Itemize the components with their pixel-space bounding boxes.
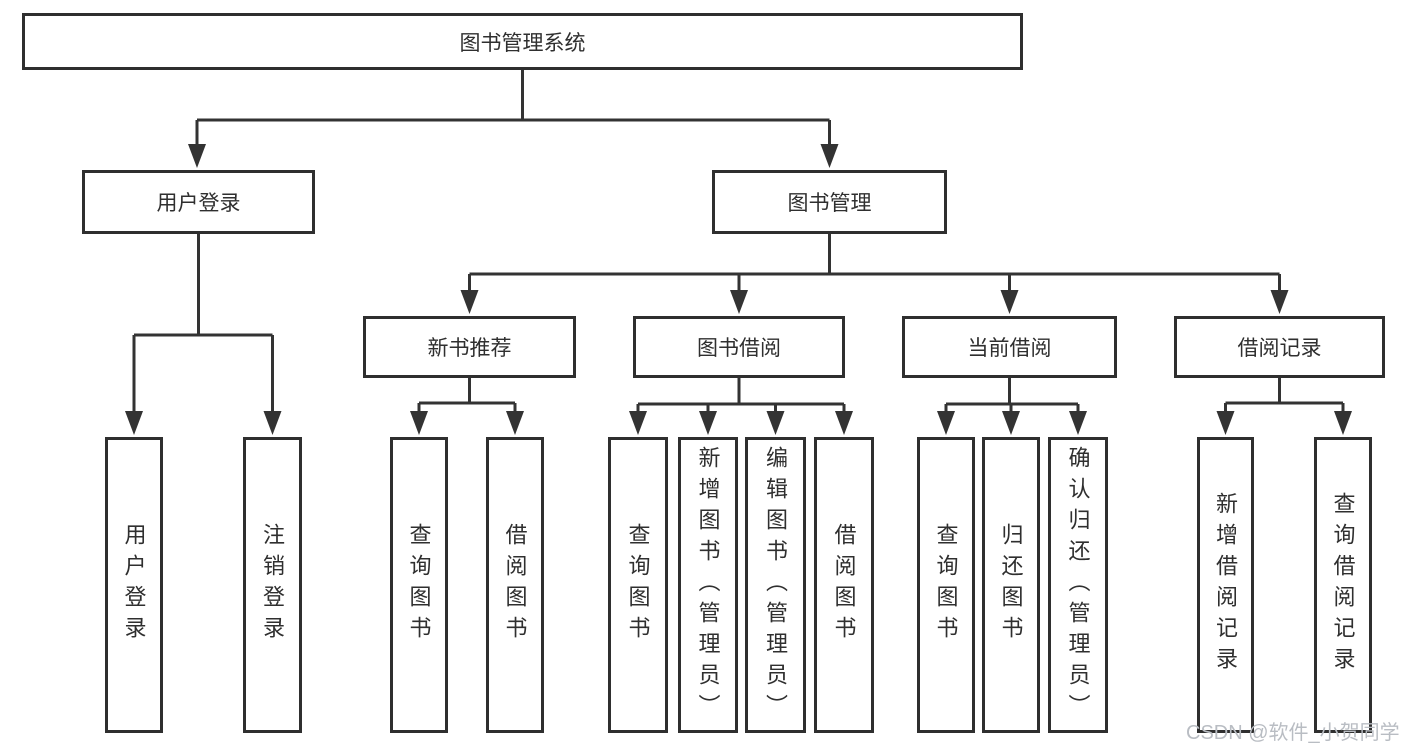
leaf-query-books-current: 查询图书	[917, 437, 975, 733]
leaf-add-books-admin: 新增图书（管理员）	[678, 437, 738, 733]
node-label: 查询图书	[406, 523, 432, 647]
node-label: 查询借阅记录	[1330, 492, 1356, 678]
node-label: 归还图书	[998, 523, 1024, 647]
node-user-login: 用户登录	[82, 170, 315, 234]
connector-line	[468, 234, 1281, 291]
node-label: 借阅记录	[1237, 337, 1322, 360]
leaf-confirm-return-admin: 确认归还（管理员）	[1048, 437, 1108, 733]
arrow-down-icon	[1002, 411, 1020, 435]
leaf-user-login: 用户登录	[105, 437, 163, 733]
node-label: 当前借阅	[967, 337, 1052, 360]
node-label: 借阅图书	[831, 523, 857, 647]
connector-line	[636, 378, 846, 412]
leaf-add-borrow-record: 新增借阅记录	[1197, 437, 1254, 733]
node-label: 注销登录	[260, 523, 286, 647]
node-label: 图书借阅	[697, 337, 781, 360]
leaf-borrow-books-recommend: 借阅图书	[486, 437, 544, 733]
arrow-down-icon	[699, 411, 717, 435]
leaf-query-books-recommend: 查询图书	[390, 437, 448, 733]
node-book-management: 图书管理	[712, 170, 947, 234]
node-label: 借阅图书	[502, 523, 528, 647]
arrow-down-icon	[506, 411, 524, 435]
arrow-down-icon	[1216, 411, 1235, 435]
arrow-down-icon	[835, 411, 853, 435]
arrow-down-icon	[937, 411, 955, 435]
node-label: 图书管理	[787, 192, 872, 215]
leaf-return-books: 归还图书	[982, 437, 1040, 733]
arrow-down-icon	[820, 144, 839, 168]
node-label: 用户登录	[121, 523, 147, 647]
node-label: 用户登录	[156, 192, 241, 215]
node-label: 查询图书	[625, 523, 651, 647]
arrow-down-icon	[1270, 290, 1289, 314]
leaf-edit-books-admin: 编辑图书（管理员）	[745, 437, 806, 733]
arrow-down-icon	[410, 411, 428, 435]
arrow-down-icon	[125, 411, 143, 435]
leaf-borrow-books-borrowing: 借阅图书	[814, 437, 874, 733]
arrow-down-icon	[188, 144, 206, 168]
connector-line	[195, 70, 831, 146]
csdn-watermark: CSDN @软件_小贺同学	[1186, 722, 1400, 744]
node-borrowing-records: 借阅记录	[1174, 316, 1385, 378]
node-label: 新增图书（管理员）	[695, 445, 721, 725]
arrow-down-icon	[730, 290, 748, 314]
node-label: 确认归还（管理员）	[1065, 445, 1091, 725]
node-label: 新增借阅记录	[1213, 492, 1239, 678]
node-library-management-system: 图书管理系统	[22, 13, 1023, 70]
connector-line	[944, 378, 1080, 412]
arrow-down-icon	[460, 290, 479, 314]
connector-line	[132, 234, 274, 412]
connector-line	[417, 378, 517, 412]
arrow-down-icon	[766, 411, 785, 435]
node-current-borrowing: 当前借阅	[902, 316, 1117, 378]
leaf-query-books-borrowing: 查询图书	[608, 437, 668, 733]
node-new-book-recommendation: 新书推荐	[363, 316, 576, 378]
node-label: 图书管理系统	[459, 31, 586, 55]
connector-line	[1224, 378, 1345, 412]
arrow-down-icon	[1000, 290, 1019, 314]
node-label: 查询图书	[933, 523, 959, 647]
arrow-down-icon	[629, 411, 647, 435]
leaf-logout-login: 注销登录	[243, 437, 302, 733]
leaf-query-borrow-record: 查询借阅记录	[1314, 437, 1372, 733]
node-book-borrowing: 图书借阅	[633, 316, 845, 378]
node-label: 新书推荐	[427, 337, 512, 360]
arrow-down-icon	[263, 411, 282, 435]
arrow-down-icon	[1069, 411, 1087, 435]
node-label: 编辑图书（管理员）	[763, 445, 789, 725]
arrow-down-icon	[1334, 411, 1352, 435]
